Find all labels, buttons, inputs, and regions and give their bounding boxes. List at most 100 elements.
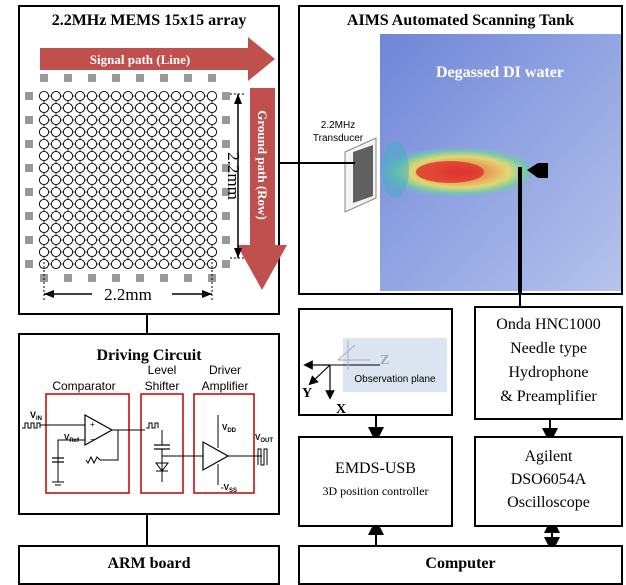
array-element <box>74 258 86 270</box>
horizontal-dim-label-bg <box>92 284 172 304</box>
array-element <box>50 210 62 222</box>
array-element <box>158 126 170 138</box>
array-element <box>98 210 110 222</box>
left-bond-pad <box>25 260 33 268</box>
array-element <box>74 174 86 186</box>
right-bond-pad <box>222 164 230 172</box>
array-element <box>62 222 74 234</box>
bottom-bond-pad <box>184 274 192 282</box>
arm-board-panel: ARM board <box>18 545 280 585</box>
array-element <box>194 126 206 138</box>
computer-panel: Computer <box>298 545 623 585</box>
array-element <box>170 174 182 186</box>
comparator-plus: + <box>90 420 95 429</box>
array-element <box>206 150 218 162</box>
array-element <box>38 150 50 162</box>
array-element <box>74 246 86 258</box>
array-element <box>122 102 134 114</box>
array-element <box>158 90 170 102</box>
arm-board-title: ARM board <box>107 555 191 572</box>
left-bond-pad <box>25 188 33 196</box>
array-element <box>50 222 62 234</box>
array-element <box>86 222 98 234</box>
vin-subscript: IN <box>36 416 42 422</box>
array-element <box>86 90 98 102</box>
array-element <box>86 174 98 186</box>
vdd-subscript: DD <box>227 428 236 434</box>
array-element <box>62 258 74 270</box>
left-bond-pad <box>25 212 33 220</box>
bottom-bond-pad <box>88 274 96 282</box>
array-element <box>194 150 206 162</box>
array-element <box>194 186 206 198</box>
array-element <box>206 210 218 222</box>
array-element <box>38 210 50 222</box>
array-element <box>158 222 170 234</box>
input-pulse-icon <box>22 422 41 429</box>
array-element <box>50 234 62 246</box>
array-element <box>146 114 158 126</box>
array-element <box>134 210 146 222</box>
driver-box <box>193 393 255 494</box>
array-element <box>146 174 158 186</box>
array-element <box>86 210 98 222</box>
array-element <box>182 126 194 138</box>
array-element <box>194 246 206 258</box>
array-element <box>110 186 122 198</box>
horizontal-dimension-label: 2.2mm <box>104 285 152 304</box>
array-element <box>62 102 74 114</box>
array-element <box>122 258 134 270</box>
shifter-diode <box>155 462 169 472</box>
computer-title: Computer <box>425 555 496 572</box>
array-element <box>170 198 182 210</box>
array-element <box>206 246 218 258</box>
top-bond-pad <box>136 74 144 82</box>
array-element <box>182 222 194 234</box>
array-element <box>50 138 62 150</box>
array-element <box>122 198 134 210</box>
array-element <box>38 222 50 234</box>
array-element <box>74 102 86 114</box>
array-element <box>86 102 98 114</box>
bottom-bond-pad <box>64 274 72 282</box>
array-element <box>134 162 146 174</box>
array-element <box>98 114 110 126</box>
bottom-bond-pad <box>112 274 120 282</box>
vertical-dim-arrow-bottom <box>234 248 242 258</box>
array-element <box>62 174 74 186</box>
array-element <box>50 126 62 138</box>
array-element <box>194 102 206 114</box>
array-element <box>98 102 110 114</box>
array-element <box>98 246 110 258</box>
array-element <box>122 174 134 186</box>
array-element <box>74 198 86 210</box>
array-element <box>194 198 206 210</box>
vref-label: VRef <box>64 433 80 444</box>
array-element <box>110 90 122 102</box>
array-element <box>206 198 218 210</box>
comparator-label: Comparator <box>52 379 115 393</box>
array-element <box>98 150 110 162</box>
hydrophone-line-2: Needle type <box>510 340 587 357</box>
array-element <box>38 246 50 258</box>
array-element <box>122 162 134 174</box>
left-bond-pad <box>25 92 33 100</box>
acoustic-focal-spot <box>416 161 484 183</box>
array-element <box>74 234 86 246</box>
array-element <box>146 162 158 174</box>
array-element <box>110 234 122 246</box>
array-element <box>98 90 110 102</box>
array-element <box>206 186 218 198</box>
array-element <box>110 126 122 138</box>
vss-text: -V <box>221 483 230 492</box>
driving-circuit-panel: Driving Circuit <box>18 333 280 515</box>
vss-subscript: SS <box>229 488 237 494</box>
array-element <box>86 162 98 174</box>
array-element <box>62 138 74 150</box>
oscilloscope-panel: Agilent DSO6054A Oscilloscope <box>474 436 623 527</box>
array-element <box>206 174 218 186</box>
array-element <box>182 258 194 270</box>
hydrophone-line-3: Hydrophone <box>508 364 589 381</box>
